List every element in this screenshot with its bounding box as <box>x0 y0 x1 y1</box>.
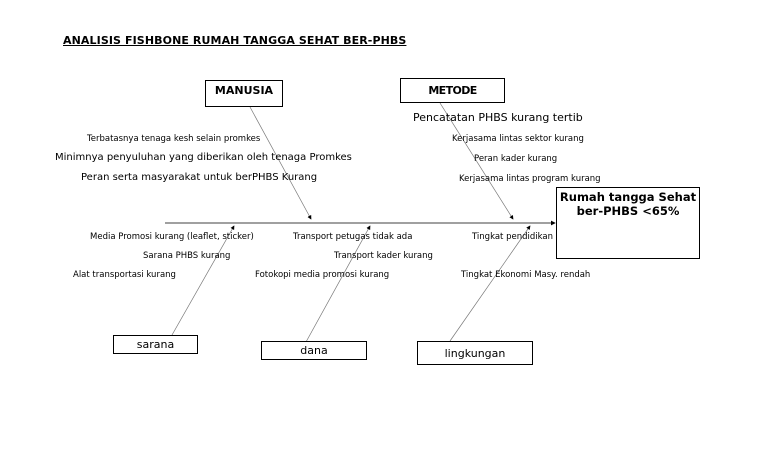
category-label-metode: METODE <box>428 84 477 97</box>
cause-manusia-3: Peran serta masyarakat untuk berPHBS Kur… <box>81 172 318 183</box>
diagram-title: ANALISIS FISHBONE RUMAH TANGGA SEHAT BER… <box>63 34 407 47</box>
cause-manusia-1: Terbatasnya tenaga kesh selain promkes <box>87 134 261 144</box>
category-label-sarana: sarana <box>136 338 175 351</box>
category-box-manusia: MANUSIA <box>205 80 283 107</box>
category-label-manusia: MANUSIA <box>214 84 274 97</box>
category-box-lingkungan: lingkungan <box>417 341 533 365</box>
effect-box: Rumah tangga Sehat ber-PHBS <65% <box>556 187 700 259</box>
cause-dana-2: Transport kader kurang <box>334 251 433 261</box>
category-box-dana: dana <box>261 341 367 360</box>
bone-manusia <box>249 106 312 220</box>
bone-dana <box>305 225 371 343</box>
cause-sarana-2: Sarana PHBS kurang <box>143 251 231 261</box>
cause-metode-3: Peran kader kurang <box>474 154 558 164</box>
cause-metode-2: Kerjasama lintas sektor kurang <box>452 134 584 144</box>
cause-metode-4: Kerjasama lintas program kurang <box>459 174 601 184</box>
cause-sarana-3: Alat transportasi kurang <box>73 270 176 280</box>
effect-line-1: Rumah tangga Sehat <box>559 190 697 204</box>
cause-dana-3: Fotokopi media promosi kurang <box>255 270 390 280</box>
bone-sarana <box>171 225 235 336</box>
category-box-metode: METODE <box>400 78 505 103</box>
bone-lingkungan <box>449 225 531 342</box>
cause-sarana-1: Media Promosi kurang (leaflet, sticker) <box>90 232 254 242</box>
bone-metode <box>439 102 514 220</box>
cause-metode-1: Pencatatan PHBS kurang tertib <box>413 111 583 124</box>
cause-lingkungan-1: Tingkat pendidikan <box>472 232 553 242</box>
category-label-lingkungan: lingkungan <box>444 346 506 360</box>
cause-lingkungan-2: Tingkat Ekonomi Masy. rendah <box>461 270 591 280</box>
cause-dana-1: Transport petugas tidak ada <box>293 232 413 242</box>
category-label-dana: dana <box>300 344 328 357</box>
effect-line-2: ber-PHBS <65% <box>576 204 680 218</box>
category-box-sarana: sarana <box>113 335 198 354</box>
cause-manusia-2: Minimnya penyuluhan yang diberikan oleh … <box>55 152 352 163</box>
